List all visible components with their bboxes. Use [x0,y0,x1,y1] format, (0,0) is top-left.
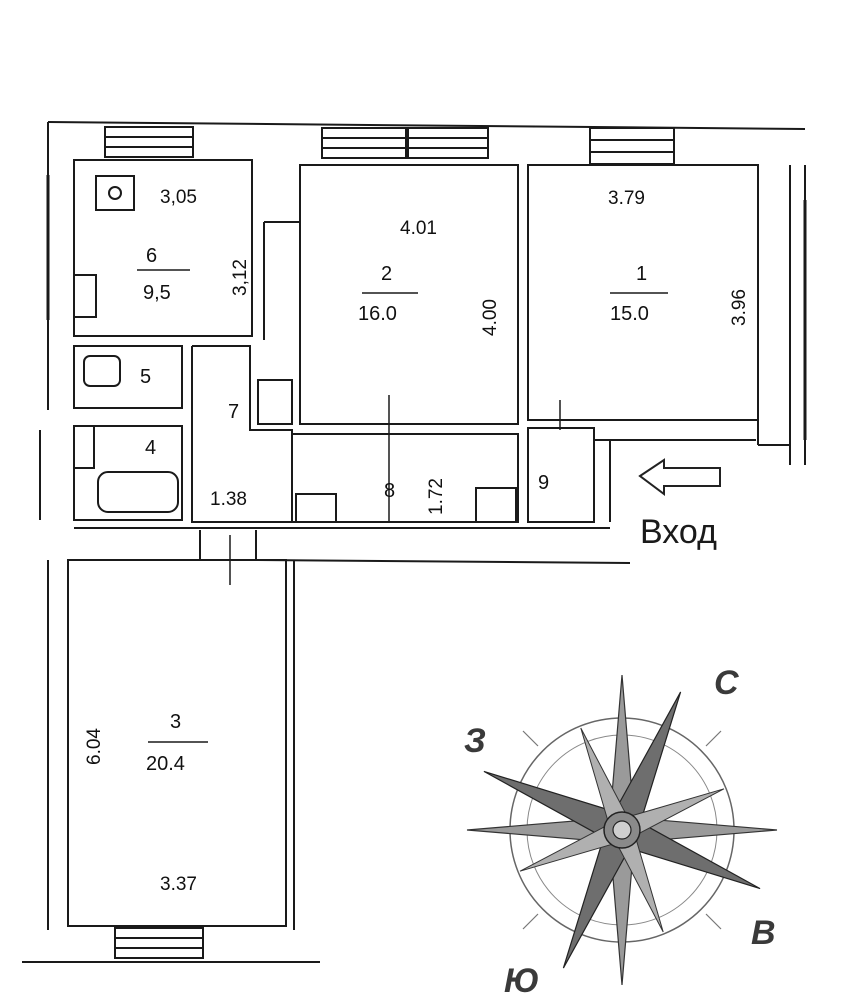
compass-rose-icon [466,674,778,986]
room-3-area: 20.4 [146,753,185,775]
room-2-length: 4.00 [480,299,501,336]
room-8-number: 8 [384,480,395,502]
room-3-width: 3.37 [160,874,197,895]
room-1-number: 1 [636,263,647,285]
room-7-number: 7 [228,401,239,423]
room-6-area: 9,5 [143,282,171,304]
room-9-number: 9 [538,472,549,494]
compass-north-label: С [714,664,739,702]
compass-east-label: В [751,914,776,952]
dimension-lines [137,269,668,743]
room-1-length: 3.96 [729,289,750,326]
compass-south-label: Ю [504,962,539,1000]
room-7-width: 1.38 [210,489,247,510]
compass-west-label: З [464,722,486,760]
walls [22,121,807,963]
room-4-number: 4 [145,437,156,459]
room-2-width: 4.01 [400,218,437,239]
room-1-area: 15.0 [610,303,649,325]
room-3-length: 6.04 [84,728,105,765]
room-2-area: 16.0 [358,303,397,325]
room-5-number: 5 [140,366,151,388]
room-2-number: 2 [381,263,392,285]
room-3-number: 3 [170,711,181,733]
room-6-width: 3,05 [160,187,197,208]
room-1-width: 3.79 [608,188,645,209]
room-8-width: 1.72 [426,478,447,515]
entrance-label: Вход [640,513,717,551]
entrance-arrow-icon [638,458,721,496]
room-6-number: 6 [146,245,157,267]
room-6-length: 3,12 [230,259,251,296]
